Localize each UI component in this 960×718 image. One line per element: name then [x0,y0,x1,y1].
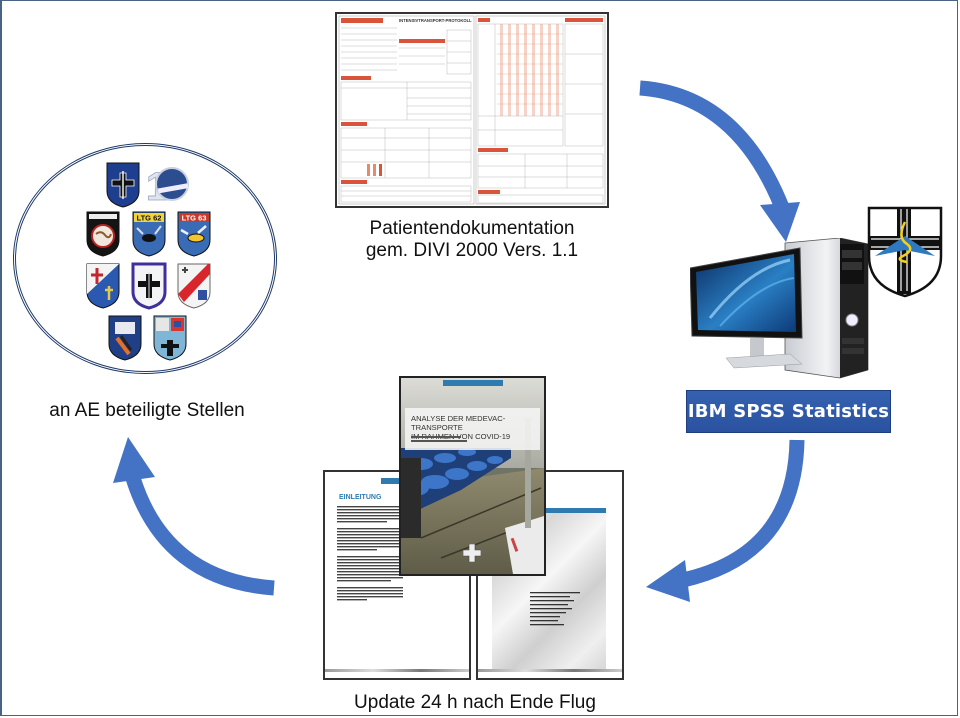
red-cross-blue-crest [86,263,120,309]
cover-title-line1: ANALYSE DER MEDEVAC-TRANSPORTE [411,414,506,432]
stakeholders-caption: an AE beteiligte Stellen [49,400,245,421]
black-cross-purple-crest [131,262,167,310]
documentation-caption-line1: Patientendokumentation [369,218,575,239]
arrow-documentation-to-analysis [639,80,800,242]
ltg-62-crest: LTG 62 [132,211,166,257]
arrow-report-to-stakeholders [113,437,275,596]
pc-tower [784,238,869,379]
bundeswehr-cross-icon [463,544,481,562]
ltg-62-label: LTG 62 [137,214,162,223]
sanitaetsdienst-crest [867,206,943,298]
page-body-text [337,506,403,601]
cover-title-panel: ANALYSE DER MEDEVAC-TRANSPORTE IM RAHMEN… [405,408,540,450]
divi-form-drawing: INTENSIVTRANSPORT-PROTOKOLL [338,15,606,205]
spss-label-box: IBM SPSS Statistics [686,390,891,433]
page-footer-bar [478,669,622,672]
page-section-bar [492,508,606,513]
computer-image [690,238,869,379]
sanitaetskommando-crest [106,162,140,208]
cover-subtitle-line [411,440,467,442]
crests-group: 1 LTG 62 LTG 63 [86,162,211,361]
black-globe-crest [86,211,120,257]
page-heading: EINLEITUNG [339,494,382,501]
form-title: INTENSIVTRANSPORT-PROTOKOLL [399,18,472,23]
cover-top-banner [443,380,503,386]
cover-subtitle-line [411,436,461,438]
stakeholders-circle [13,143,277,374]
regional-quartered-crest [153,315,187,361]
hamburg-red-stripe-crest [177,263,211,309]
anniversary-10-crest: 1 [146,165,189,209]
spss-label: IBM SPSS Statistics [687,401,890,422]
cover-photo [401,378,544,574]
divi-form-image: INTENSIVTRANSPORT-PROTOKOLL [335,12,609,208]
page-footer-bar [325,669,469,672]
report-cover: ANALYSE DER MEDEVAC-TRANSPORTE IM RAHMEN… [399,376,546,576]
documentation-caption: Patientendokumentation gem. DIVI 2000 Ve… [335,218,609,262]
arrow-analysis-to-report [646,439,805,602]
berlin-crest [108,315,142,361]
ltg-63-label: LTG 63 [182,214,207,223]
report-caption: Update 24 h nach Ende Flug [354,692,596,713]
pc-monitor [690,247,803,369]
documentation-caption-line2: gem. DIVI 2000 Vers. 1.1 [365,240,579,261]
ltg-63-crest: LTG 63 [177,211,211,257]
